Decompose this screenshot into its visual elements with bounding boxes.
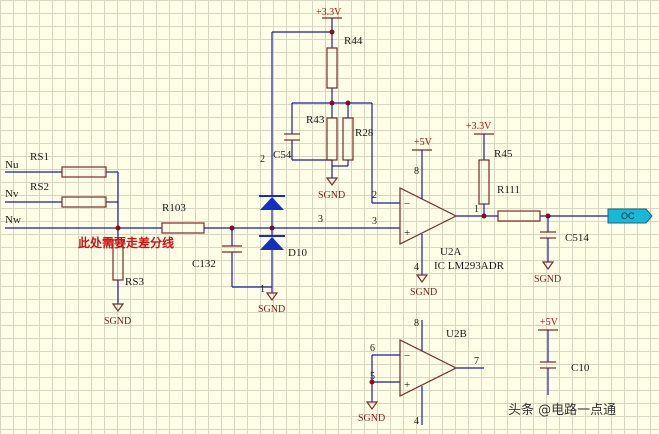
- u2a-pin-2: 2: [372, 190, 377, 201]
- u2b-pin-6: 6: [370, 343, 375, 354]
- u2b-pin-4: 4: [414, 416, 419, 427]
- input-nw-label: Nw: [5, 214, 21, 226]
- u2a-label: U2A: [440, 246, 461, 258]
- resistor-r44: [326, 47, 338, 89]
- u2a-part-label: IC LM293ADR: [434, 260, 505, 272]
- r28-label: R28: [355, 127, 374, 139]
- resistor-r28: [342, 117, 354, 161]
- diode-upper: [260, 197, 284, 210]
- watermark: 头条 @电路一点通: [508, 402, 616, 418]
- r111-label: R111: [497, 184, 520, 196]
- diode-pin-2: 2: [260, 154, 265, 165]
- r44-label: R44: [344, 35, 363, 47]
- u2b-pin-8: 8: [414, 318, 419, 329]
- ground-label-u2b: SGND: [358, 413, 385, 424]
- port-oc-label: OC: [621, 211, 635, 221]
- u2a-minus: −: [404, 198, 410, 210]
- power-3v3-right: +3.3V: [466, 121, 492, 132]
- diode-pin-3: 3: [318, 214, 323, 225]
- differential-note: 此处需要走差分线: [78, 235, 174, 250]
- u2b-plus: +: [404, 379, 410, 391]
- u2b-pin-5: 5: [370, 371, 375, 382]
- resistor-r103: [161, 222, 205, 234]
- input-nets: [5, 171, 162, 240]
- diode-lower: [260, 237, 284, 250]
- u2b-minus: −: [404, 350, 410, 362]
- diode-pin-1: 1: [260, 284, 265, 295]
- ground-label-d10: SGND: [258, 304, 285, 315]
- resistor-r43: [326, 117, 338, 161]
- c10-label: C10: [571, 362, 590, 374]
- input-nu-label: Nu: [5, 159, 19, 171]
- resistor-r45: [478, 159, 490, 205]
- c54-label: C54: [273, 149, 292, 161]
- power-3v3-top: +3.3V: [316, 7, 342, 18]
- u2b-pin-7: 7: [474, 356, 479, 367]
- u2a-pin-8: 8: [414, 166, 419, 177]
- port-oc: [607, 208, 653, 224]
- r45-label: R45: [494, 148, 513, 160]
- resistor-r111: [497, 210, 541, 222]
- r103-label: R103: [162, 202, 186, 214]
- u2a-pin-4: 4: [414, 262, 419, 273]
- u2a-pin-3: 3: [372, 216, 377, 227]
- resistor-rs1: [61, 166, 107, 178]
- ground-label-c514: SGND: [534, 274, 561, 285]
- rs1-label: RS1: [30, 151, 49, 163]
- rs2-label: RS2: [30, 181, 49, 193]
- ground-symbol: [111, 303, 125, 313]
- rs3-label: RS3: [125, 276, 144, 288]
- d10-label: D10: [288, 247, 307, 259]
- resistor-rs2: [61, 196, 107, 208]
- input-nv-label: Nv: [5, 188, 19, 200]
- u2b-label: U2B: [446, 328, 467, 340]
- c514-label: C514: [565, 232, 589, 244]
- opamp-u2b: [399, 339, 458, 397]
- opamp-u2a: [399, 187, 458, 245]
- u2a-plus: +: [404, 227, 410, 239]
- c132-label: C132: [192, 258, 216, 270]
- ground-label-u2a: SGND: [410, 287, 437, 298]
- r43-label: R43: [306, 114, 325, 126]
- power-5v-c10: +5V: [540, 317, 559, 328]
- u2a-pin-1: 1: [474, 204, 479, 215]
- power-5v-u2a: +5V: [414, 137, 433, 148]
- ground-label-r43: SGND: [318, 190, 345, 201]
- ground-label-rs3: SGND: [104, 316, 131, 327]
